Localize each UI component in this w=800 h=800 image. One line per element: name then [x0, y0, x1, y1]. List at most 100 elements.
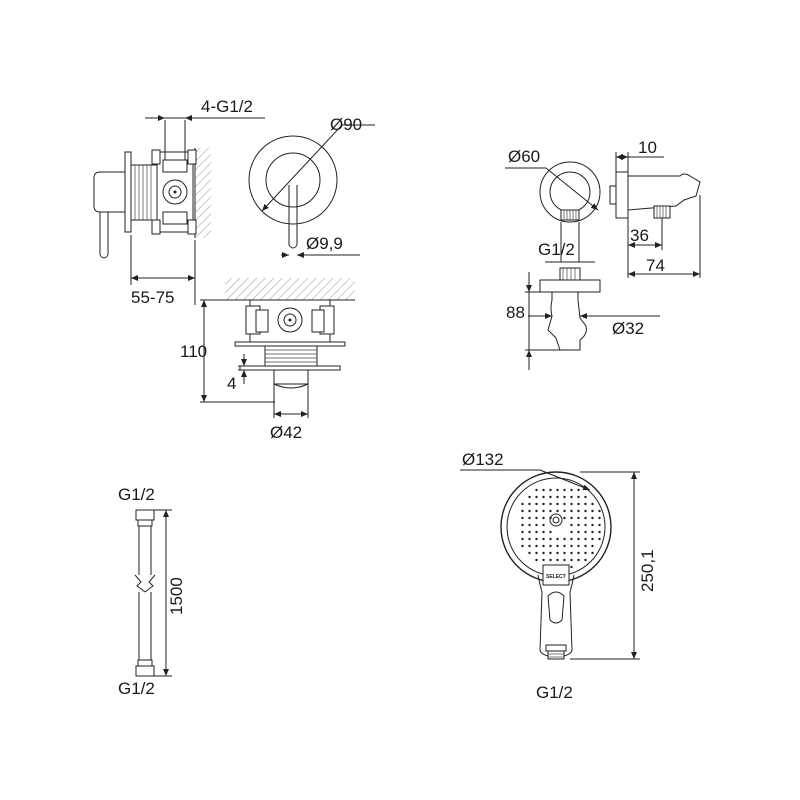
- nozzle-dot: [570, 509, 573, 513]
- nozzle-dot: [570, 495, 573, 499]
- label-handshower-length: 250,1: [638, 549, 657, 592]
- nozzle-dot: [591, 530, 594, 534]
- nozzle-dot: [535, 558, 538, 562]
- nozzle-dot: [570, 544, 573, 548]
- nozzle-dot: [598, 509, 601, 513]
- nozzle-dot: [528, 544, 531, 548]
- nozzle-dot: [556, 488, 559, 492]
- nozzle-dot: [570, 516, 573, 520]
- nozzle-dot: [542, 523, 545, 527]
- nozzle-dot: [549, 551, 552, 555]
- nozzle-dot: [556, 558, 559, 562]
- nozzle-dot: [563, 502, 566, 506]
- nozzle-dot: [549, 488, 552, 492]
- nozzle-dot: [591, 544, 594, 548]
- nozzle-dot: [556, 551, 559, 555]
- nozzle-dot: [549, 530, 552, 534]
- nozzle-dot: [535, 530, 538, 534]
- nozzle-dot: [556, 495, 559, 499]
- nozzle-dot: [591, 502, 594, 506]
- label-install-depth: 55-75: [131, 288, 174, 307]
- nozzle-dot: [577, 495, 580, 499]
- nozzle-dot: [542, 537, 545, 541]
- nozzle-dot: [528, 509, 531, 513]
- label-holder-diameter: Ø32: [612, 319, 644, 338]
- nozzle-dot: [528, 495, 531, 499]
- nozzle-dot: [563, 488, 566, 492]
- nozzle-dot: [577, 509, 580, 513]
- nozzle-dot: [577, 488, 580, 492]
- label-mixer-inlets: 4-G1/2: [201, 97, 253, 116]
- nozzle-dot: [570, 488, 573, 492]
- holder-side-view: [525, 267, 660, 370]
- nozzle-dot: [542, 509, 545, 513]
- nozzle-dot: [584, 544, 587, 548]
- nozzle-dot: [535, 551, 538, 555]
- label-hose-length: 1500: [167, 577, 186, 615]
- nozzle-dot: [549, 502, 552, 506]
- label-plate-diameter: Ø90: [330, 115, 362, 134]
- nozzle-dot: [577, 530, 580, 534]
- nozzle-dot: [563, 551, 566, 555]
- label-head-diameter: Ø132: [462, 450, 504, 469]
- button-label: SELECT: [546, 574, 566, 580]
- handshower-drawing: SELECT: [460, 469, 640, 660]
- nozzle-dot: [542, 544, 545, 548]
- nozzle-dot: [577, 502, 580, 506]
- nozzle-dot: [549, 537, 552, 541]
- nozzle-dot: [570, 551, 573, 555]
- nozzle-dot: [549, 544, 552, 548]
- nozzle-dot: [584, 509, 587, 513]
- nozzle-dot: [535, 502, 538, 506]
- nozzle-dot: [528, 523, 531, 527]
- nozzle-dot: [591, 516, 594, 520]
- nozzle-dot: [591, 551, 594, 555]
- nozzle-dot: [535, 516, 538, 520]
- mixer-box-top-view: [200, 278, 355, 418]
- nozzle-dot: [591, 509, 594, 513]
- nozzle-dot: [570, 523, 573, 527]
- wall-outlet-side-view: [609, 152, 701, 278]
- label-box-height: 110: [180, 342, 207, 361]
- nozzle-dot: [542, 516, 545, 520]
- nozzle-dot: [563, 544, 566, 548]
- nozzle-dot: [570, 537, 573, 541]
- nozzle-dot: [549, 495, 552, 499]
- nozzle-dot: [577, 558, 580, 562]
- nozzle-dot: [528, 502, 531, 506]
- label-hose-thread-top: G1/2: [118, 485, 155, 504]
- nozzle-pattern: [521, 488, 601, 569]
- nozzle-dot: [598, 530, 601, 534]
- nozzle-dot: [584, 516, 587, 520]
- nozzle-dot: [542, 530, 545, 534]
- mixer-side-view: [93, 115, 265, 305]
- label-outlet-depth: 36: [630, 226, 649, 245]
- nozzle-dot: [528, 537, 531, 541]
- nozzle-dot: [591, 523, 594, 527]
- label-outlet-diameter: Ø60: [508, 147, 540, 166]
- label-hose-thread-bottom: G1/2: [118, 679, 155, 698]
- nozzle-dot: [577, 551, 580, 555]
- nozzle-dot: [598, 523, 601, 527]
- label-handshower-thread: G1/2: [536, 683, 573, 702]
- nozzle-dot: [535, 509, 538, 513]
- nozzle-dot: [577, 523, 580, 527]
- nozzle-dot: [535, 544, 538, 548]
- nozzle-dot: [563, 537, 566, 541]
- nozzle-dot: [521, 516, 524, 520]
- nozzle-dot: [584, 551, 587, 555]
- nozzle-dot: [521, 523, 524, 527]
- nozzle-dot: [563, 509, 566, 513]
- nozzle-dot: [521, 502, 524, 506]
- nozzle-dot: [563, 558, 566, 562]
- nozzle-dot: [542, 551, 545, 555]
- nozzle-dot: [570, 565, 573, 569]
- nozzle-dot: [521, 544, 524, 548]
- nozzle-dot: [577, 516, 580, 520]
- label-outlet-length: 74: [646, 256, 665, 275]
- nozzle-dot: [556, 537, 559, 541]
- nozzle-dot: [535, 537, 538, 541]
- nozzle-dot: [577, 544, 580, 548]
- nozzle-dot: [570, 502, 573, 506]
- label-lever-diameter: Ø9,9: [306, 234, 343, 253]
